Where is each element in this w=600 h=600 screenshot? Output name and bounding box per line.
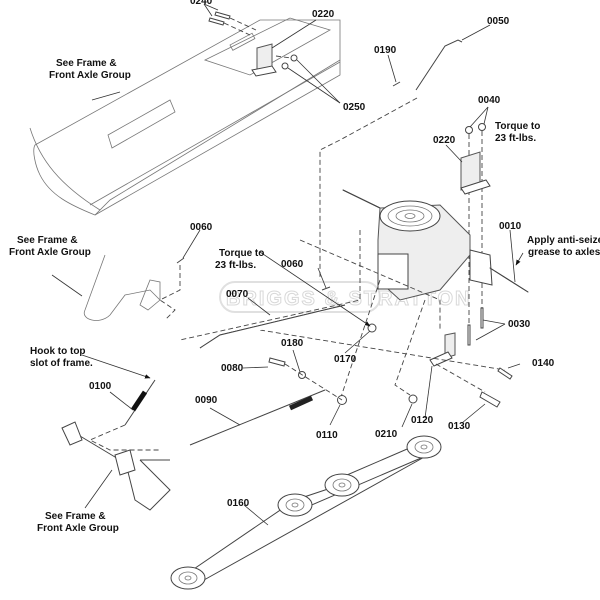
note-frame-bot-line1: See Frame & [45, 511, 106, 522]
callout-labels: 0240 0220 0250 0190 0050 0040 0220 0010 … [89, 0, 555, 509]
frame [29, 17, 341, 216]
callout-0250: 0250 [343, 102, 366, 113]
callout-0220-right: 0220 [433, 135, 456, 146]
lower-pedal-assembly [61, 421, 171, 511]
bolt-0080 [268, 357, 286, 367]
callout-0060-mid: 0060 [281, 259, 304, 270]
note-frame-top-line2: Front Axle Group [49, 70, 131, 81]
spring-rod-0090 [189, 389, 326, 446]
leader-0080 [284, 363, 343, 401]
note-hook-line2: slot of frame. [30, 358, 93, 369]
shift-rod-0050 [319, 39, 463, 280]
nut-0210 [408, 394, 418, 404]
callout-0030: 0030 [508, 319, 531, 330]
bolts-0240 [208, 11, 257, 36]
clip-0190 [392, 81, 401, 87]
callout-0070: 0070 [226, 289, 249, 300]
pulley [277, 493, 313, 517]
pulley [170, 566, 206, 590]
notes: See Frame & Front Axle Group See Frame &… [9, 58, 600, 534]
bracket-0120 [259, 329, 506, 371]
note-torque-mid-line2: 23 ft-lbs. [215, 260, 256, 271]
callout-0210: 0210 [375, 429, 398, 440]
leader-lines [51, 3, 524, 526]
callout-0010: 0010 [499, 221, 522, 232]
note-frame-mid-line2: Front Axle Group [9, 247, 91, 258]
callout-0060-left: 0060 [190, 222, 213, 233]
bracket-0220-top [251, 43, 277, 77]
callout-0240: 0240 [190, 0, 213, 7]
spring-0100 [88, 379, 160, 451]
callout-0130: 0130 [448, 421, 471, 432]
note-torque-right-line2: 23 ft-lbs. [495, 133, 536, 144]
note-torque-right-line1: Torque to [495, 121, 540, 132]
note-frame-bot-line2: Front Axle Group [37, 523, 119, 534]
callout-0090: 0090 [195, 395, 218, 406]
callout-0110: 0110 [316, 430, 338, 441]
clip-0060-left [176, 257, 185, 264]
leader-0130 [435, 363, 486, 393]
drive-belt-0160 [170, 435, 442, 590]
pulley [406, 435, 442, 459]
note-torque-mid-line1: Torque to [219, 248, 264, 259]
callout-0050: 0050 [487, 16, 510, 27]
callout-0080: 0080 [221, 363, 244, 374]
leader-0060-left [159, 265, 181, 321]
callout-0190: 0190 [374, 45, 397, 56]
note-grease-line1: Apply anti-seize [527, 235, 600, 246]
callout-0170: 0170 [334, 354, 357, 365]
pedal-assembly [83, 254, 161, 321]
clip-0060-mid [321, 286, 331, 291]
brake-rod-0070 [199, 304, 346, 349]
nuts-0250 [275, 54, 298, 70]
callout-0140: 0140 [532, 358, 555, 369]
pulley [324, 473, 360, 497]
bolt-0130 [479, 391, 501, 408]
note-frame-top-line1: See Frame & [56, 58, 117, 69]
transaxle-0010 [342, 189, 529, 301]
note-grease-line2: grease to axles [528, 247, 600, 258]
screw-0140 [497, 367, 513, 380]
bolts-0030 [467, 307, 484, 346]
bracket-0220-right [460, 151, 491, 195]
callout-0220-top: 0220 [312, 9, 335, 20]
note-hook-line1: Hook to top [30, 346, 86, 357]
callout-0120: 0120 [411, 415, 434, 426]
callout-0160: 0160 [227, 498, 250, 509]
callout-0100: 0100 [89, 381, 112, 392]
assembly-guides [179, 230, 441, 401]
callout-0180: 0180 [281, 338, 304, 349]
callout-0040: 0040 [478, 95, 501, 106]
note-frame-mid-line1: See Frame & [17, 235, 78, 246]
